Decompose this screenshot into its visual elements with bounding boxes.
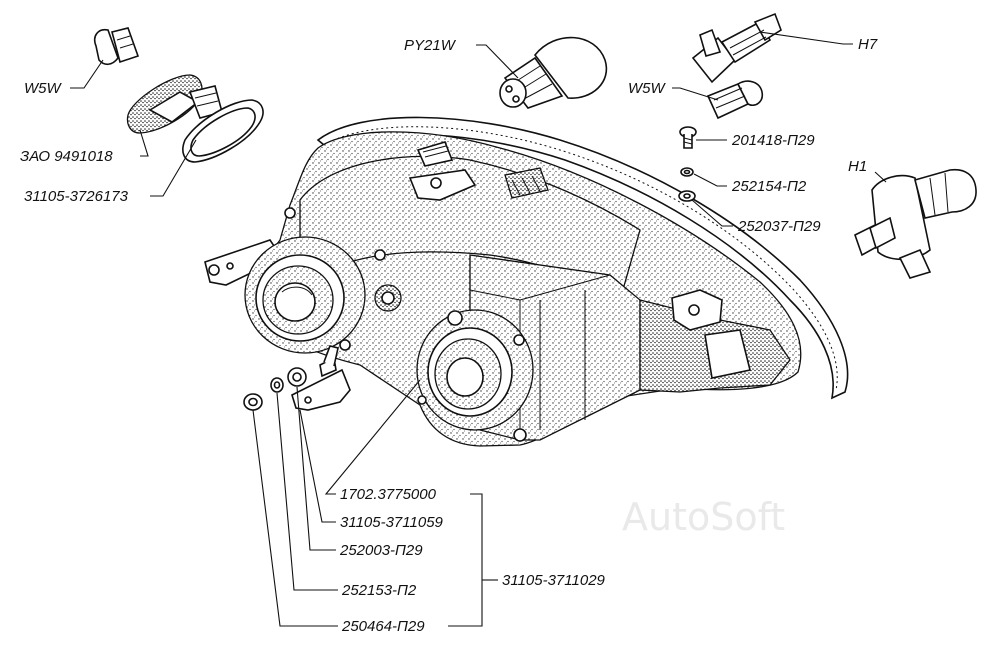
corrector-bracket [291,345,351,411]
label-252003-p29: 252003-П29 [339,542,423,559]
py21w-bulb [499,36,608,109]
leader-lines [70,31,887,627]
fastener-set [243,367,307,411]
watermark-text: AutoSoft [622,495,785,539]
label-31105-3711059: 31105-3711059 [340,514,444,531]
label-201418-p29: 201418-П29 [731,132,815,149]
label-zao-9491018: ЗАО 9491018 [20,148,113,165]
label-py21w: PY21W [404,37,457,54]
label-1702-3775000: 1702.3775000 [340,486,437,503]
label-h1: H1 [848,158,867,175]
h1-bulb [854,168,977,279]
label-31105-3726173: 31105-3726173 [24,188,129,205]
w5w-bulb-right [706,80,764,120]
label-250464-p29: 250464-П29 [341,618,425,635]
side-marker-lamp [93,27,264,163]
label-31105-3711029: 31105-3711029 [502,572,606,589]
part-labels: W5W ЗАО 9491018 31105-3726173 PY21W H7 W… [20,36,878,635]
label-252153-p2: 252153-П2 [341,582,417,599]
label-w5w-left: W5W [24,80,63,97]
label-h7: H7 [858,36,878,53]
headlamp-housing [204,116,849,447]
label-252154-p2: 252154-П2 [731,178,807,195]
screw-and-washers [678,126,697,202]
h7-bulb [691,12,782,84]
label-w5w-right: W5W [628,80,667,97]
label-252037-p29: 252037-П29 [737,218,821,235]
